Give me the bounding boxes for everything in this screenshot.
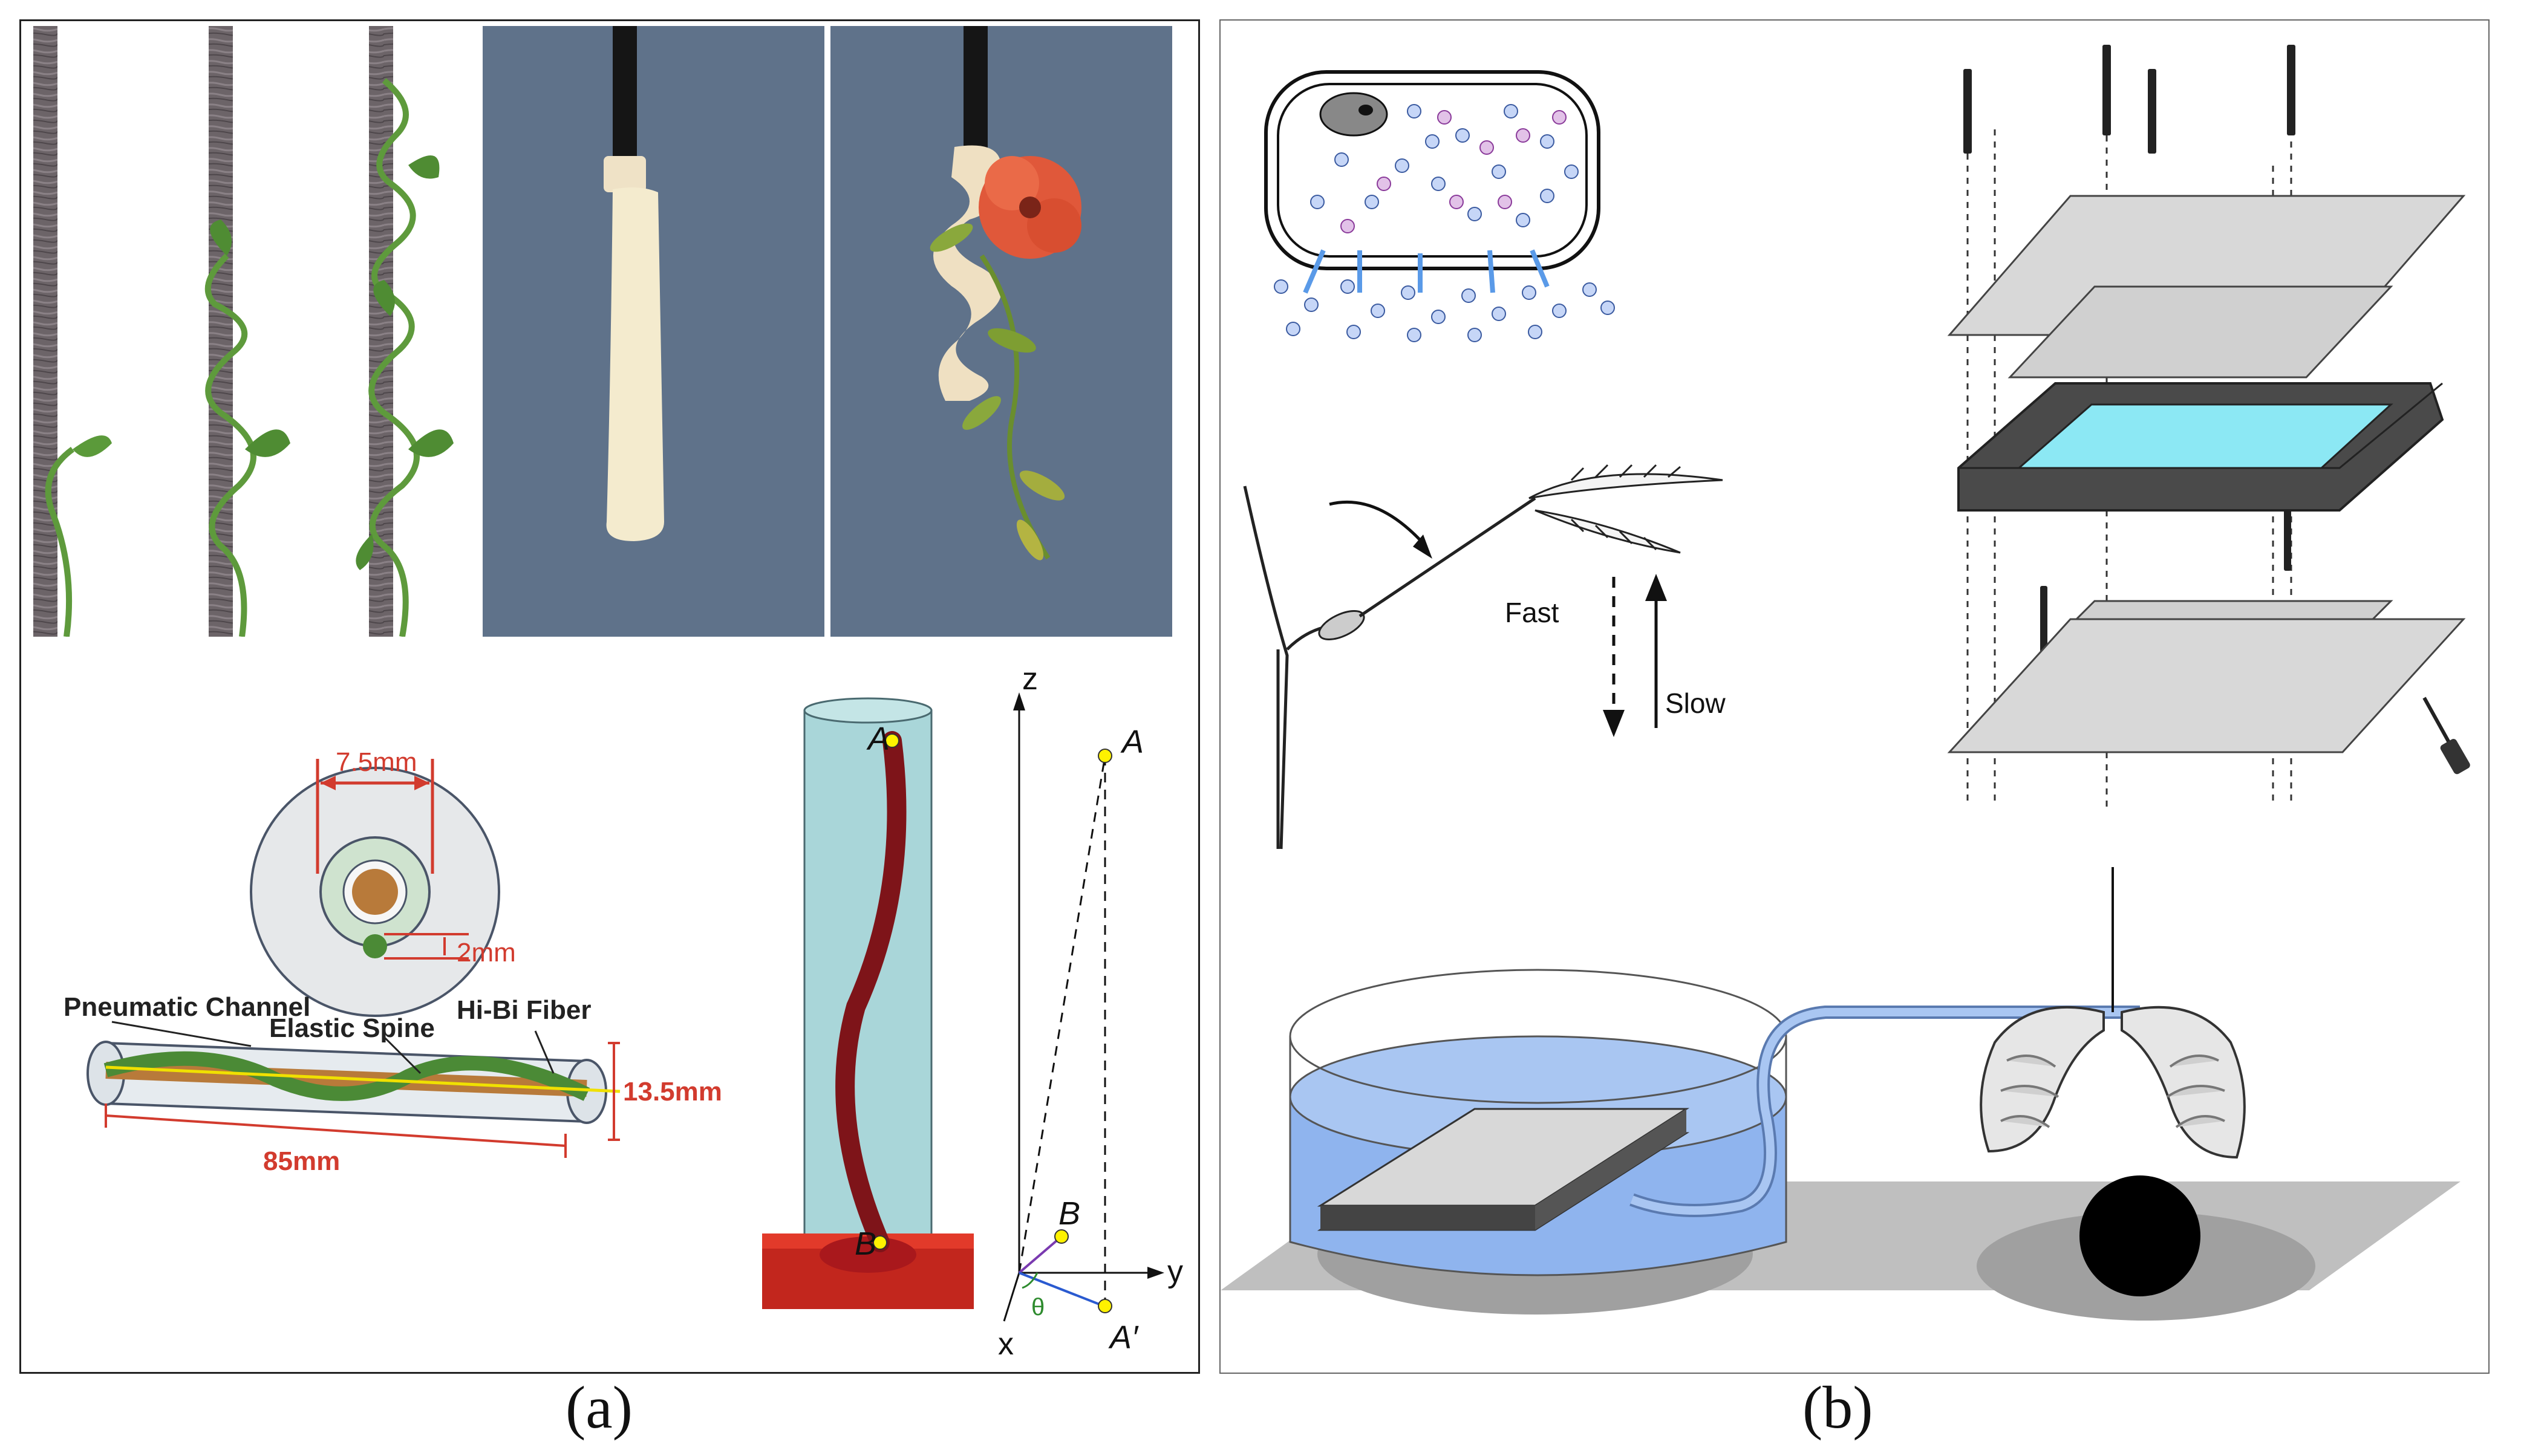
axis-z-label: z bbox=[1022, 661, 1038, 697]
photo-vine-climbing bbox=[21, 26, 478, 637]
leaf bbox=[930, 223, 973, 252]
leaf bbox=[1019, 470, 1065, 501]
axis-y-label: y bbox=[1167, 1254, 1183, 1289]
vine-2 bbox=[204, 253, 256, 637]
leaf-3a bbox=[408, 429, 454, 457]
point-a-prime-label: A′ bbox=[1108, 1319, 1139, 1356]
axis-x-label: x bbox=[998, 1327, 1014, 1362]
actuator-coiled-illustration bbox=[830, 26, 1172, 637]
label-hi-bi-fiber: Hi-Bi Fiber bbox=[457, 995, 591, 1025]
caption-b: (b) bbox=[1802, 1374, 1873, 1441]
leaflets bbox=[1528, 464, 1723, 554]
tube-model: Pneumatic Channel Elastic Spine Hi-Bi Fi… bbox=[64, 992, 722, 1176]
leaf bbox=[962, 396, 1001, 430]
point-a-label: A bbox=[1120, 724, 1144, 760]
model-label-a: A bbox=[866, 721, 890, 757]
label-pneumatic-channel: Pneumatic Channel bbox=[64, 992, 310, 1022]
dim-outer-label: 7.5mm bbox=[336, 747, 417, 777]
label-fast: Fast bbox=[1505, 597, 1559, 628]
air-tube bbox=[613, 26, 637, 165]
actuator-diagram: 7.5mm 2mm Pneumatic Channel Elastic Spin… bbox=[64, 661, 1183, 1362]
vine-3 bbox=[368, 78, 420, 637]
exploded-assembly bbox=[1947, 45, 2470, 807]
dim-diameter-label: 13.5mm bbox=[623, 1077, 722, 1107]
cell-diagram bbox=[1264, 70, 1615, 342]
photo-actuator-straight bbox=[483, 26, 824, 637]
mimosa-diagram: Fast Slow bbox=[1243, 464, 1726, 850]
theta-label: θ bbox=[1031, 1294, 1045, 1321]
leaf-2b bbox=[210, 219, 232, 256]
caption-a: (a) bbox=[566, 1374, 633, 1441]
panel-a: 7.5mm 2mm Pneumatic Channel Elastic Spin… bbox=[19, 19, 1200, 1374]
label-slow: Slow bbox=[1665, 687, 1726, 719]
leaf-3b bbox=[373, 280, 395, 316]
dim-length-label: 85mm bbox=[263, 1146, 340, 1176]
panel-b: Fast Slow bbox=[1219, 19, 2490, 1374]
tube-clamp bbox=[604, 156, 646, 192]
vine-illustration bbox=[33, 26, 454, 637]
leaf-1 bbox=[73, 435, 112, 457]
photo-actuator-coiled bbox=[830, 26, 1172, 637]
model-label-b: B bbox=[855, 1226, 876, 1262]
cross-section: 7.5mm 2mm bbox=[250, 747, 516, 1017]
leaf bbox=[988, 328, 1036, 353]
coordinate-axes: z y x A B A′ θ bbox=[998, 661, 1183, 1362]
leaf-3d bbox=[356, 534, 374, 570]
test-setup bbox=[1221, 867, 2461, 1373]
pole-1 bbox=[33, 26, 57, 637]
red-flower bbox=[979, 156, 1081, 259]
dim-inner-label: 2mm bbox=[457, 938, 516, 967]
air-tube bbox=[964, 26, 988, 153]
leaf-2a bbox=[245, 429, 290, 457]
stem bbox=[979, 254, 1051, 560]
vine-1 bbox=[45, 446, 74, 637]
actuator-straight-illustration bbox=[483, 26, 824, 637]
leaf-3c bbox=[408, 155, 440, 179]
leaf bbox=[1016, 519, 1044, 561]
actuator-body bbox=[606, 187, 664, 541]
point-b-label: B bbox=[1058, 1195, 1080, 1232]
label-elastic-spine: Elastic Spine bbox=[269, 1013, 435, 1043]
actuator-3d-model: A B bbox=[762, 697, 974, 1309]
panel-b-illustration: Fast Slow bbox=[1221, 45, 2470, 1373]
